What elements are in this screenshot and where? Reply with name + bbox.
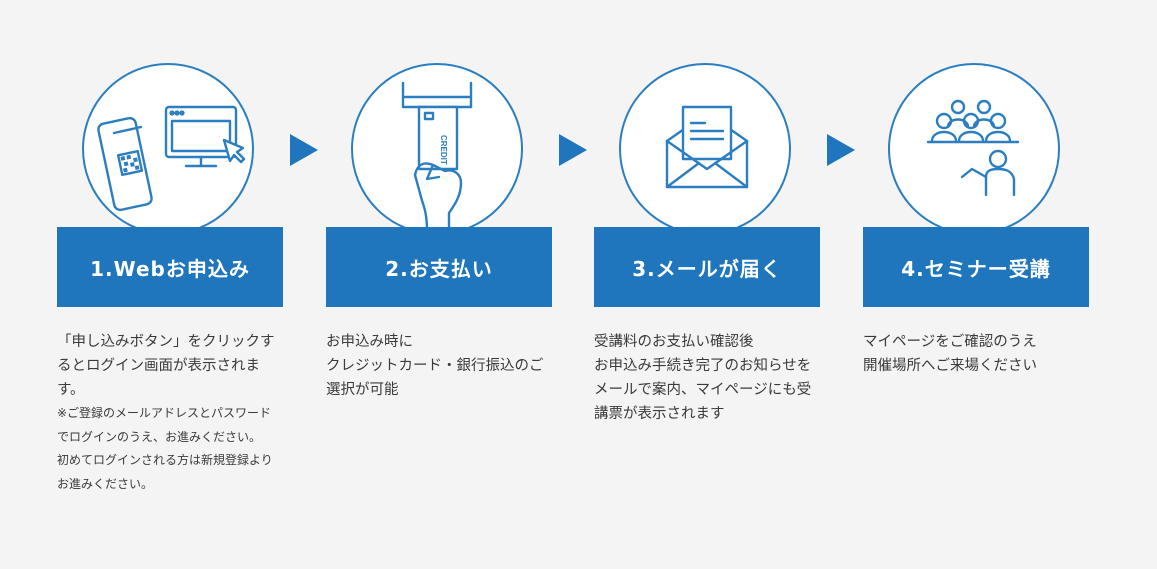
- step-4-line: 開催場所へご来場ください: [863, 358, 1037, 374]
- step-4-title: 4.セミナー受講: [863, 227, 1089, 307]
- step-3-icon-circle: [619, 63, 791, 235]
- card-label: CREDIT: [439, 135, 448, 165]
- step-2-line: クレジットカード・銀行振込のご選択が可能: [326, 358, 544, 398]
- arrow-icon: [827, 134, 855, 166]
- step-1-icon-circle: [82, 63, 254, 235]
- phone-and-monitor-icon: [97, 105, 246, 212]
- step-3: 3.メールが届く 受講料のお支払い確認後 お申込み手続き完了のお知らせをメールで…: [594, 0, 820, 569]
- step-2-line: お申込み時に: [326, 334, 413, 350]
- step-2-title: 2.お支払い: [326, 227, 552, 307]
- step-1-note: 初めてログインされる方は新規登録よりお進みください。: [57, 453, 273, 491]
- step-4-description: マイページをご確認のうえ 開催場所へご来場ください: [863, 330, 1089, 378]
- step-1-line: 「申し込みボタン」をクリックするとログイン画面が表示されます。: [57, 334, 275, 398]
- credit-card-payment-icon: CREDIT: [401, 81, 473, 233]
- step-1-title: 1.Webお申込み: [57, 227, 283, 307]
- step-1-note: ※ご登録のメールアドレスとパスワードでログインのうえ、お進みください。: [57, 406, 272, 444]
- arrow-icon: [559, 134, 587, 166]
- step-1-description: 「申し込みボタン」をクリックするとログイン画面が表示されます。 ※ご登録のメール…: [57, 330, 283, 496]
- step-1: 1.Webお申込み 「申し込みボタン」をクリックするとログイン画面が表示されます…: [57, 0, 283, 569]
- arrow-icon: [290, 134, 318, 166]
- step-4-icon-circle: [888, 63, 1060, 235]
- seminar-audience-icon: [926, 99, 1020, 197]
- step-3-line: お申込み手続き完了のお知らせをメールで案内、マイページにも受講票が表示されます: [594, 358, 812, 422]
- envelope-icon: [665, 105, 749, 189]
- step-3-description: 受講料のお支払い確認後 お申込み手続き完了のお知らせをメールで案内、マイページに…: [594, 330, 820, 426]
- step-2: CREDIT 2.お支払い お申込み時に クレジットカード・銀行振込のご選択が可…: [326, 0, 552, 569]
- step-2-description: お申込み時に クレジットカード・銀行振込のご選択が可能: [326, 330, 552, 402]
- step-4-line: マイページをご確認のうえ: [863, 334, 1037, 350]
- step-3-line: 受講料のお支払い確認後: [594, 334, 754, 350]
- step-2-icon-circle: CREDIT: [351, 63, 523, 235]
- step-4: 4.セミナー受講 マイページをご確認のうえ 開催場所へご来場ください: [863, 0, 1089, 569]
- step-3-title: 3.メールが届く: [594, 227, 820, 307]
